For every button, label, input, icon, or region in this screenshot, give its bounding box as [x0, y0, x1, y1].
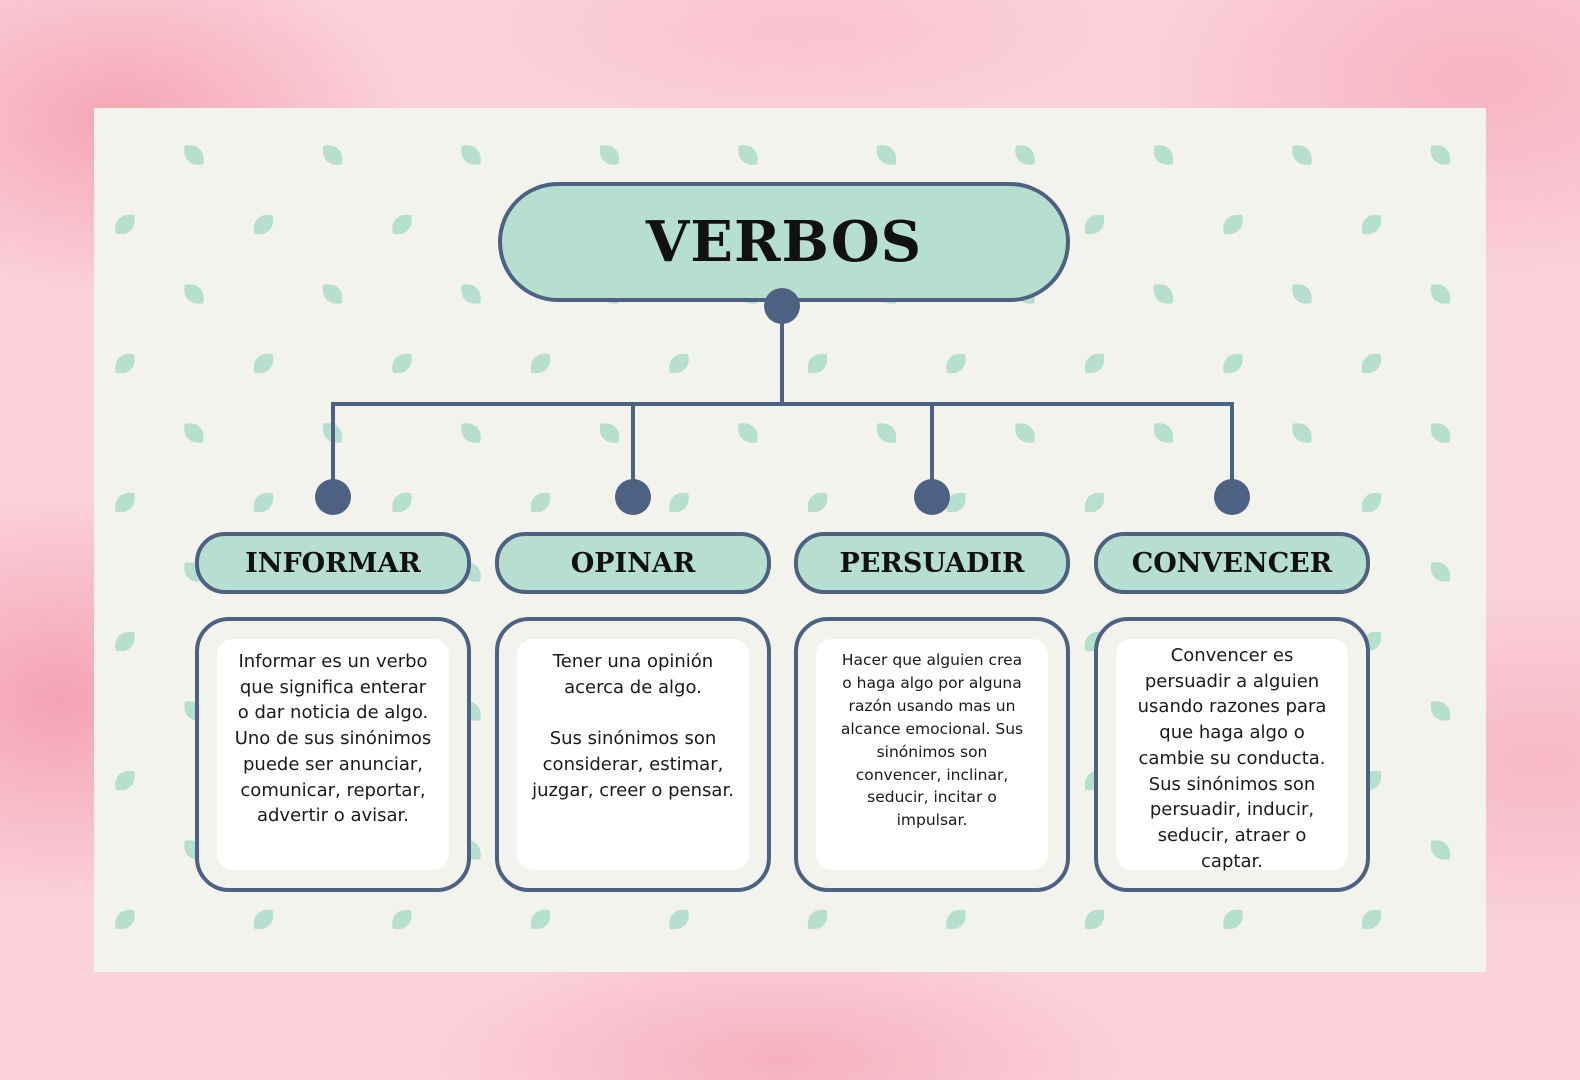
leaf-icon	[738, 423, 758, 443]
definition-card-body: Informar es un verbo que significa enter…	[217, 639, 449, 870]
leaf-icon	[1430, 145, 1451, 165]
definition-card-persuadir: Hacer que alguien crea o haga algo por a…	[794, 617, 1070, 892]
leaf-icon	[1292, 145, 1312, 165]
category-label-convencer: CONVENCER	[1131, 547, 1333, 579]
leaf-icon	[669, 353, 689, 374]
leaf-icon	[184, 423, 204, 443]
branch-dot-opinar	[615, 479, 651, 515]
branch-dot-convencer	[1214, 479, 1250, 515]
leaf-icon	[1153, 423, 1174, 443]
leaf-icon	[253, 909, 274, 930]
leaf-icon	[1361, 909, 1382, 930]
leaf-icon	[1084, 909, 1105, 930]
leaf-icon	[669, 909, 689, 930]
leaf-icon	[1223, 909, 1243, 930]
branch-dot-informar	[315, 479, 351, 515]
branch-dot-persuadir	[914, 479, 950, 515]
definition-card-body: Tener una opinión acerca de algo. Sus si…	[517, 639, 749, 870]
leaf-icon	[946, 909, 966, 930]
definition-text-informar: Informar es un verbo que significa enter…	[234, 651, 432, 827]
leaf-icon	[253, 214, 274, 235]
leaf-icon	[322, 284, 343, 304]
leaf-icon	[807, 353, 828, 374]
leaf-icon	[184, 145, 204, 165]
definition-text-convencer: Convencer es persuadir a alguien usando …	[1137, 645, 1327, 872]
leaf-icon	[1292, 284, 1312, 304]
leaf-icon	[1153, 284, 1174, 304]
leaf-icon	[461, 423, 481, 443]
leaf-icon	[461, 284, 481, 304]
leaf-icon	[1361, 353, 1382, 374]
definition-text-opinar: Tener una opinión acerca de algo. Sus si…	[532, 651, 734, 801]
leaf-icon	[115, 631, 135, 652]
title-connector-dot	[764, 288, 800, 324]
leaf-icon	[1430, 701, 1451, 721]
leaf-icon	[807, 909, 828, 930]
connector-dots	[315, 288, 1250, 515]
leaf-icon	[530, 492, 551, 513]
leaf-icon	[669, 492, 689, 513]
diagram-canvas: VERBOS INFORMAR Informar es un verbo que…	[94, 108, 1486, 972]
leaf-icon	[1292, 423, 1312, 443]
leaf-icon	[946, 492, 966, 513]
leaf-icon	[1361, 214, 1382, 235]
definition-text-persuadir: Hacer que alguien crea o haga algo por a…	[840, 651, 1024, 830]
leaf-icon	[115, 492, 135, 513]
leaf-icon	[461, 145, 481, 165]
definition-card-body: Convencer es persuadir a alguien usando …	[1116, 639, 1348, 872]
leaf-icon	[253, 353, 274, 374]
leaf-icon	[115, 909, 135, 930]
leaf-icon	[322, 145, 343, 165]
definition-card-convencer: Convencer es persuadir a alguien usando …	[1094, 617, 1370, 892]
leaf-icon	[1430, 840, 1451, 860]
title-node: VERBOS	[498, 182, 1070, 302]
leaf-icon	[807, 492, 828, 513]
leaf-icon	[392, 353, 412, 374]
leaf-icon	[115, 353, 135, 374]
leaf-icon	[115, 214, 135, 235]
category-label-informar: INFORMAR	[245, 547, 421, 579]
definition-card-informar: Informar es un verbo que significa enter…	[195, 617, 471, 892]
leaf-icon	[1084, 214, 1105, 235]
leaf-icon	[530, 353, 551, 374]
category-node-persuadir: PERSUADIR	[794, 532, 1070, 594]
leaf-icon	[392, 909, 412, 930]
leaf-icon	[738, 145, 758, 165]
leaf-icon	[1084, 492, 1105, 513]
leaf-icon	[1430, 423, 1451, 443]
category-label-opinar: OPINAR	[570, 547, 696, 579]
category-node-informar: INFORMAR	[195, 532, 471, 594]
leaf-icon	[253, 492, 274, 513]
leaf-icon	[392, 214, 412, 235]
category-node-convencer: CONVENCER	[1094, 532, 1370, 594]
leaf-icon	[530, 909, 551, 930]
definition-card-opinar: Tener una opinión acerca de algo. Sus si…	[495, 617, 771, 892]
leaf-icon	[599, 145, 620, 165]
leaf-icon	[392, 492, 412, 513]
leaf-icon	[599, 423, 620, 443]
leaf-icon	[1153, 145, 1174, 165]
leaf-icon	[1015, 423, 1035, 443]
leaf-icon	[1015, 145, 1035, 165]
leaf-icon	[1223, 214, 1243, 235]
leaf-icon	[1361, 492, 1382, 513]
leaf-icon	[1223, 353, 1243, 374]
definition-card-body: Hacer que alguien crea o haga algo por a…	[816, 639, 1048, 870]
leaf-icon	[1430, 562, 1451, 582]
leaf-icon	[115, 770, 135, 791]
diagram-title: VERBOS	[645, 209, 923, 275]
category-node-opinar: OPINAR	[495, 532, 771, 594]
leaf-icon	[1084, 353, 1105, 374]
leaf-icon	[946, 353, 966, 374]
category-label-persuadir: PERSUADIR	[839, 547, 1025, 579]
leaf-icon	[184, 284, 204, 304]
leaf-icon	[876, 423, 897, 443]
leaf-icon	[876, 145, 897, 165]
leaf-icon	[1430, 284, 1451, 304]
